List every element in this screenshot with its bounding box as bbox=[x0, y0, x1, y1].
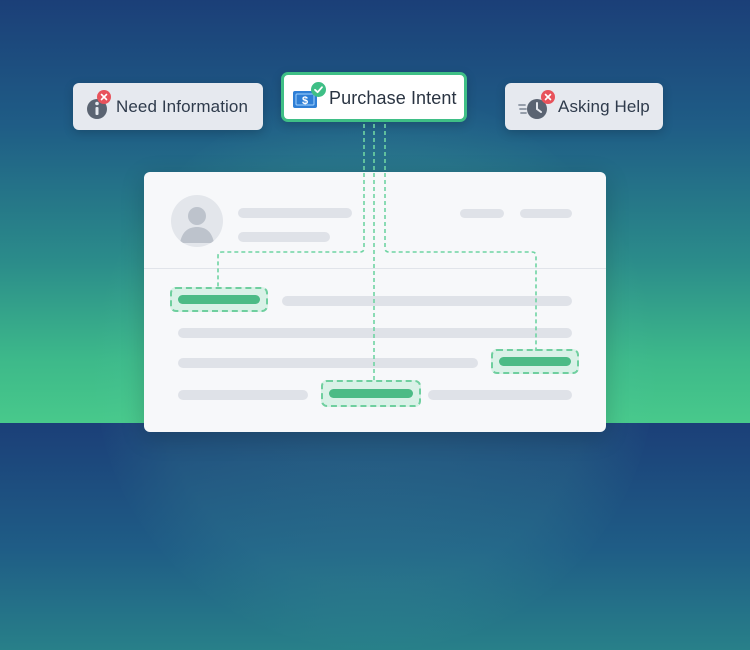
asking-help-chip[interactable]: Asking Help bbox=[505, 83, 663, 130]
connector-lines bbox=[217, 124, 537, 381]
highlighted-phrase[interactable] bbox=[491, 349, 579, 374]
dollar-bill-icon: $ bbox=[292, 86, 322, 115]
placeholder-line bbox=[520, 209, 572, 218]
asking-help-label: Asking Help bbox=[558, 97, 650, 116]
placeholder-line bbox=[428, 390, 572, 400]
purchase-intent-label: Purchase Intent bbox=[329, 88, 457, 108]
placeholder-line bbox=[178, 390, 308, 400]
placeholder-line bbox=[178, 328, 572, 338]
need-information-chip[interactable]: Need Information bbox=[73, 83, 263, 130]
placeholder-line bbox=[238, 208, 352, 218]
reject-badge-icon bbox=[97, 89, 111, 109]
divider bbox=[144, 268, 606, 269]
user-avatar-icon bbox=[171, 195, 223, 247]
reject-badge-icon bbox=[541, 89, 555, 109]
speed-clock-icon bbox=[517, 93, 551, 126]
svg-text:$: $ bbox=[302, 95, 308, 107]
purchase-intent-chip[interactable]: $ Purchase Intent bbox=[281, 72, 467, 122]
highlighted-phrase[interactable] bbox=[321, 380, 421, 407]
document-card bbox=[144, 172, 606, 432]
highlighted-phrase[interactable] bbox=[170, 287, 268, 312]
need-information-label: Need Information bbox=[116, 97, 249, 116]
info-icon bbox=[86, 93, 116, 126]
check-badge-icon bbox=[311, 81, 326, 102]
placeholder-line bbox=[460, 209, 504, 218]
placeholder-line bbox=[282, 296, 572, 306]
placeholder-line bbox=[238, 232, 330, 242]
placeholder-line bbox=[178, 358, 478, 368]
